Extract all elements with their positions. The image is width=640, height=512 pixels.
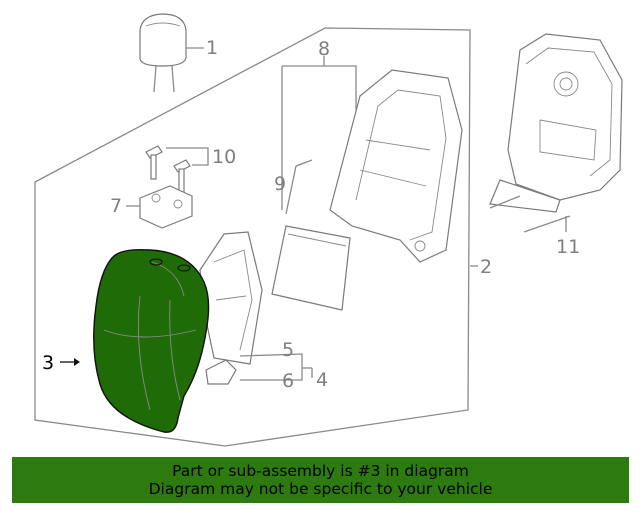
callout-2[interactable]: 2 — [480, 256, 492, 278]
callout-9[interactable]: 9 — [274, 173, 286, 195]
lumbar-panel-part — [271, 66, 351, 311]
callout-11[interactable]: 11 — [556, 236, 580, 258]
callout-4[interactable]: 4 — [316, 369, 328, 391]
headrest-part — [139, 13, 204, 93]
callout-3[interactable]: 3 — [42, 352, 54, 374]
callout-7[interactable]: 7 — [110, 195, 122, 217]
highlighted-part-shape — [93, 248, 210, 433]
callout-1[interactable]: 1 — [206, 37, 218, 59]
seatback-frame-part — [282, 56, 463, 263]
bolts-part — [145, 145, 209, 194]
callout-5[interactable]: 5 — [282, 339, 294, 361]
callout-6[interactable]: 6 — [282, 370, 294, 392]
rear-shell-part — [489, 33, 623, 233]
info-banner: Part or sub-assembly is #3 in diagram Di… — [12, 457, 629, 503]
module-part — [126, 185, 193, 229]
callout-8[interactable]: 8 — [318, 38, 330, 60]
seatback-pad-part — [199, 231, 312, 385]
callout-10[interactable]: 10 — [212, 146, 236, 168]
banner-line-2: Diagram may not be specific to your vehi… — [148, 480, 493, 498]
assembly-outline — [34, 27, 471, 447]
banner-line-1: Part or sub-assembly is #3 in diagram — [172, 462, 469, 480]
seatback-cushion-part-3 — [60, 248, 210, 433]
